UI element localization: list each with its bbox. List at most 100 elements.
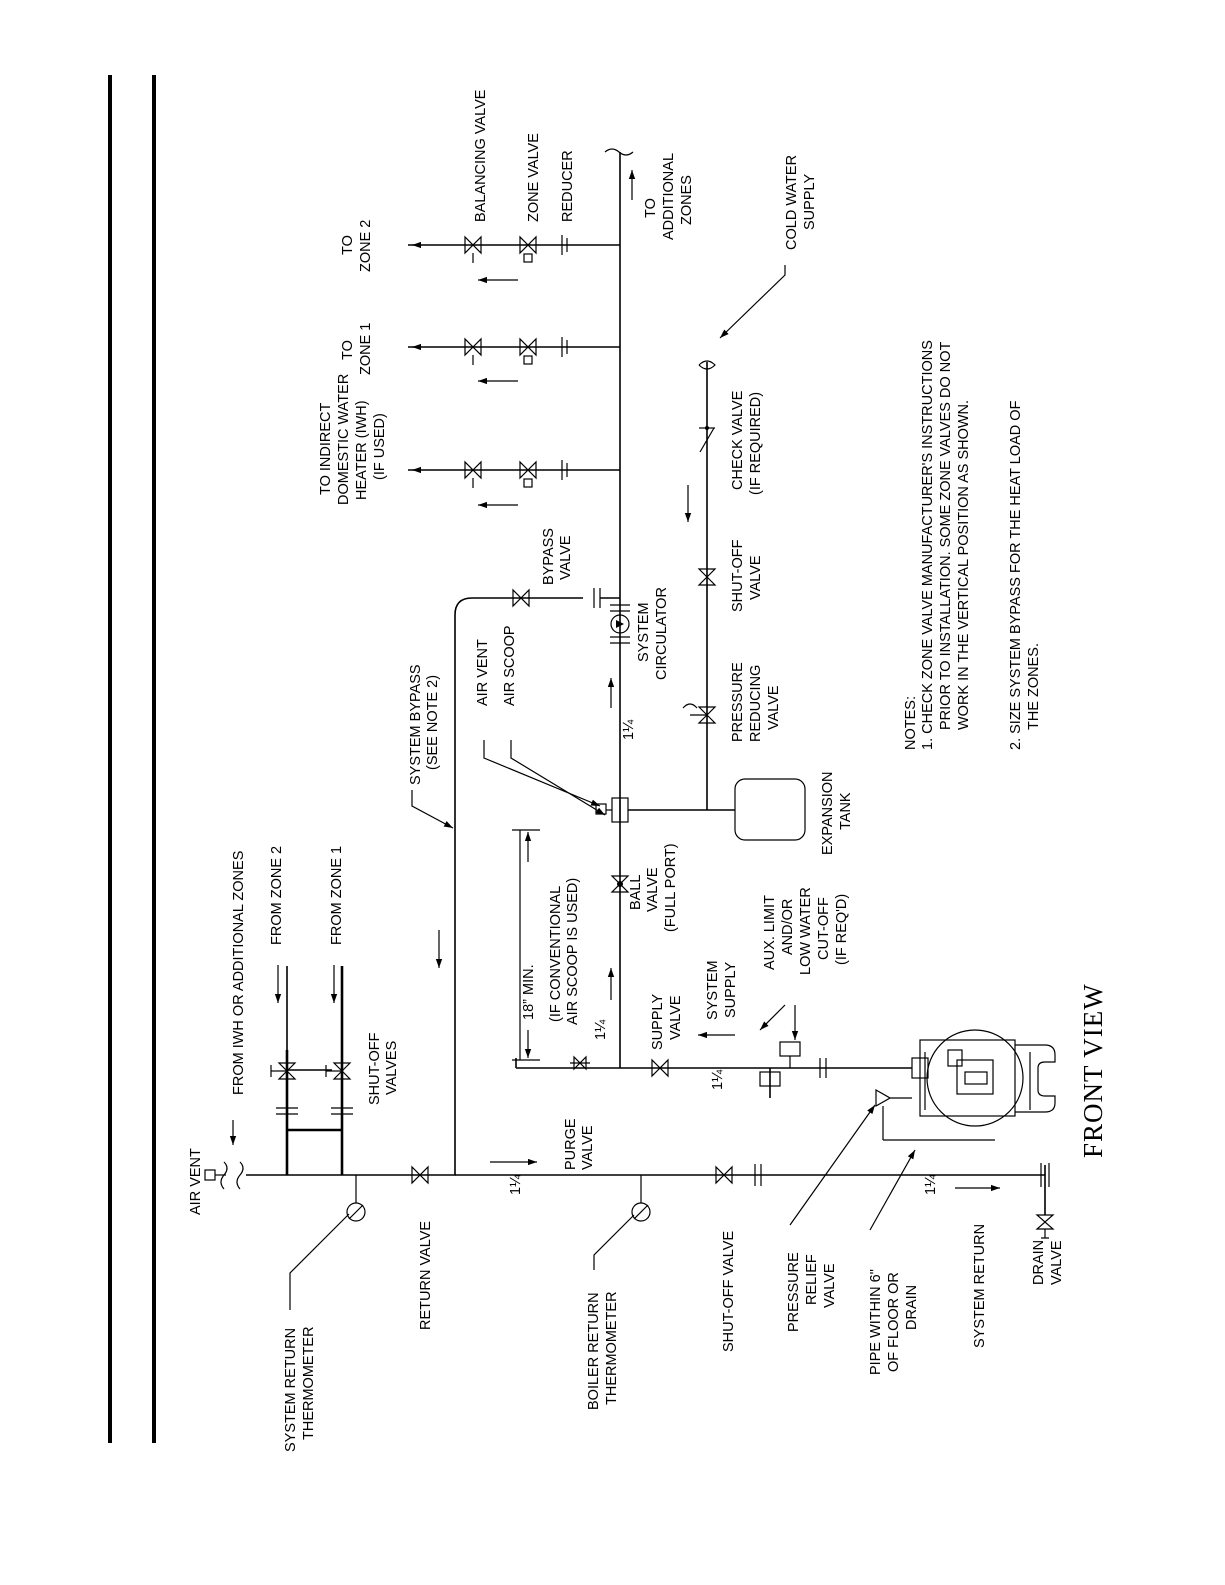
svg-text:AUX. LIMIT: AUX. LIMIT [762, 895, 778, 970]
branch-flow-arrows [478, 276, 518, 509]
svg-text:HEATER (IWH): HEATER (IWH) [354, 400, 370, 500]
svg-text:ADDITIONAL: ADDITIONAL [661, 153, 677, 240]
svg-text:1¼: 1¼ [710, 1069, 726, 1090]
svg-text:DRAIN: DRAIN [1031, 1240, 1047, 1285]
bypass-valve-symbol [512, 588, 530, 608]
zone-return-unions [276, 1107, 353, 1115]
svg-text:EXPANSION: EXPANSION [820, 771, 836, 855]
svg-text:SYSTEM RETURN: SYSTEM RETURN [283, 1328, 299, 1452]
svg-text:FROM ZONE 1: FROM ZONE 1 [329, 846, 345, 945]
svg-text:1¼: 1¼ [621, 719, 637, 740]
svg-text:VALVE: VALVE [668, 995, 684, 1040]
check-valve-symbol [699, 426, 715, 453]
svg-text:SHUT-OFF VALVE: SHUT-OFF VALVE [721, 1231, 737, 1352]
cold-water-shutoff-valve [697, 568, 717, 586]
label-system-return-thermometer: SYSTEM RETURN THERMOMETER [283, 1326, 317, 1452]
label-to-zone2: TO ZONE 2 [340, 220, 374, 272]
label-balancing-valve: BALANCING VALVE [473, 89, 489, 222]
svg-text:AIR VENT: AIR VENT [188, 1148, 204, 1215]
svg-text:FROM IWH OR ADDITIONAL ZONES: FROM IWH OR ADDITIONAL ZONES [231, 851, 247, 1095]
drain-valve-symbol [1035, 1214, 1055, 1239]
svg-text:CHECK VALVE: CHECK VALVE [730, 390, 746, 490]
svg-text:THERMOMETER: THERMOMETER [604, 1291, 620, 1405]
svg-text:DRAIN: DRAIN [904, 1285, 920, 1330]
svg-text:DOMESTIC WATER: DOMESTIC WATER [336, 374, 352, 505]
svg-text:NOTES:: NOTES: [903, 696, 919, 750]
svg-text:VALVE: VALVE [645, 867, 661, 912]
label-zone-valve: ZONE VALVE [526, 133, 542, 222]
svg-text:SYSTEM BYPASS: SYSTEM BYPASS [408, 664, 424, 785]
svg-text:AIR VENT: AIR VENT [475, 639, 491, 706]
svg-text:OF FLOOR OR: OF FLOOR OR [886, 1272, 902, 1372]
zone2-shutoff-valve [270, 1062, 297, 1080]
svg-text:VALVES: VALVES [384, 1041, 400, 1095]
balancing-valves [464, 235, 482, 488]
svg-text:18” MIN.: 18” MIN. [521, 964, 537, 1020]
system-circulator-symbol [610, 604, 630, 644]
svg-text:(IF REQUIRED): (IF REQUIRED) [748, 392, 764, 495]
svg-text:BALL: BALL [628, 875, 644, 910]
svg-text:VALVE: VALVE [1049, 1240, 1065, 1285]
svg-text:ZONE 2: ZONE 2 [358, 220, 374, 272]
return-valve-symbol [411, 1165, 429, 1185]
svg-text:BALANCING VALVE: BALANCING VALVE [473, 89, 489, 222]
svg-text:FROM ZONE 2: FROM ZONE 2 [269, 846, 285, 945]
label-shutoff-valves: SHUT-OFF VALVES [367, 1032, 400, 1105]
boiler-symbol [911, 1029, 1056, 1127]
svg-text:SUPPLY: SUPPLY [802, 174, 818, 230]
label-to-iwh: TO INDIRECT DOMESTIC WATER HEATER (IWH) … [318, 374, 388, 505]
svg-text:(IF REQ'D): (IF REQ'D) [834, 894, 850, 965]
purge-valve-symbol [570, 1055, 590, 1071]
label-pipe-within: PIPE WITHIN 6" OF FLOOR OR DRAIN [868, 1269, 920, 1375]
expansion-tank-symbol [734, 778, 806, 841]
svg-text:(IF USED): (IF USED) [372, 413, 388, 480]
svg-text:1¼: 1¼ [508, 1174, 524, 1195]
notes-block: NOTES: 1. CHECK ZONE VALVE MANUFACTURER'… [903, 340, 1042, 750]
svg-text:REDUCING: REDUCING [748, 665, 764, 742]
zone1-shutoff-valve [325, 1062, 352, 1080]
label-pressure-reducing-valve: PRESSURE REDUCING VALVE [730, 662, 782, 742]
label-purge-valve: PURGE VALVE [563, 1118, 596, 1170]
svg-text:TANK: TANK [838, 792, 854, 830]
svg-text:RELIEF: RELIEF [804, 1254, 820, 1305]
svg-text:SYSTEM: SYSTEM [705, 960, 721, 1020]
label-drain-valve: DRAIN VALVE [1031, 1240, 1065, 1285]
svg-text:VALVE: VALVE [748, 555, 764, 600]
label-pipe-size-5: 1¼ [923, 1174, 939, 1195]
label-18-min: 18” MIN. [521, 964, 537, 1020]
label-supply-valve: SUPPLY VALVE [650, 994, 684, 1050]
label-bypass-valve: BYPASS VALVE [541, 528, 574, 585]
svg-text:ZONE VALVE: ZONE VALVE [526, 133, 542, 222]
ball-valve-symbol [610, 875, 630, 893]
svg-text:AIR SCOOP IS USED): AIR SCOOP IS USED) [565, 878, 581, 1025]
label-air-vent-top: AIR VENT [188, 1148, 204, 1215]
label-to-zone1: TO ZONE 1 [340, 323, 374, 375]
label-pipe-size-1: 1¼ [508, 1174, 524, 1195]
label-ball-valve: BALL VALVE (FULL PORT) [628, 843, 679, 932]
air-vent-top-symbol [204, 1169, 216, 1181]
svg-text:THE ZONES.: THE ZONES. [1026, 643, 1042, 730]
label-from-zone2: FROM ZONE 2 [269, 846, 285, 945]
svg-text:LOW WATER: LOW WATER [798, 887, 814, 975]
svg-text:SUPPLY: SUPPLY [723, 962, 739, 1018]
svg-text:PRESSURE: PRESSURE [730, 662, 746, 742]
label-shutoff-valve-left: SHUT-OFF VALVE [721, 1231, 737, 1352]
svg-text:SYSTEM RETURN: SYSTEM RETURN [972, 1224, 988, 1348]
boiler-return-shutoff-valve [715, 1165, 733, 1185]
label-system-bypass: SYSTEM BYPASS (SEE NOTE 2) [408, 664, 441, 785]
svg-text:SYSTEM: SYSTEM [636, 602, 652, 662]
svg-text:CIRCULATOR: CIRCULATOR [654, 587, 670, 680]
label-pipe-size-4: 1¼ [710, 1069, 726, 1090]
svg-text:BYPASS: BYPASS [541, 528, 557, 585]
label-system-return: SYSTEM RETURN [972, 1224, 988, 1348]
svg-text:TO: TO [340, 340, 356, 360]
svg-text:(FULL PORT): (FULL PORT) [663, 843, 679, 932]
pressure-relief-valve-symbol [875, 1088, 995, 1141]
svg-text:FRONT VIEW: FRONT VIEW [1078, 983, 1108, 1158]
label-pressure-relief-valve: PRESSURE RELIEF VALVE [786, 1252, 838, 1332]
label-from-zone1: FROM ZONE 1 [329, 846, 345, 945]
label-system-supply: SYSTEM SUPPLY [705, 960, 739, 1020]
svg-text:(SEE NOTE 2): (SEE NOTE 2) [425, 675, 441, 770]
label-shutoff-valve-right: SHUT-OFF VALVE [730, 539, 764, 612]
